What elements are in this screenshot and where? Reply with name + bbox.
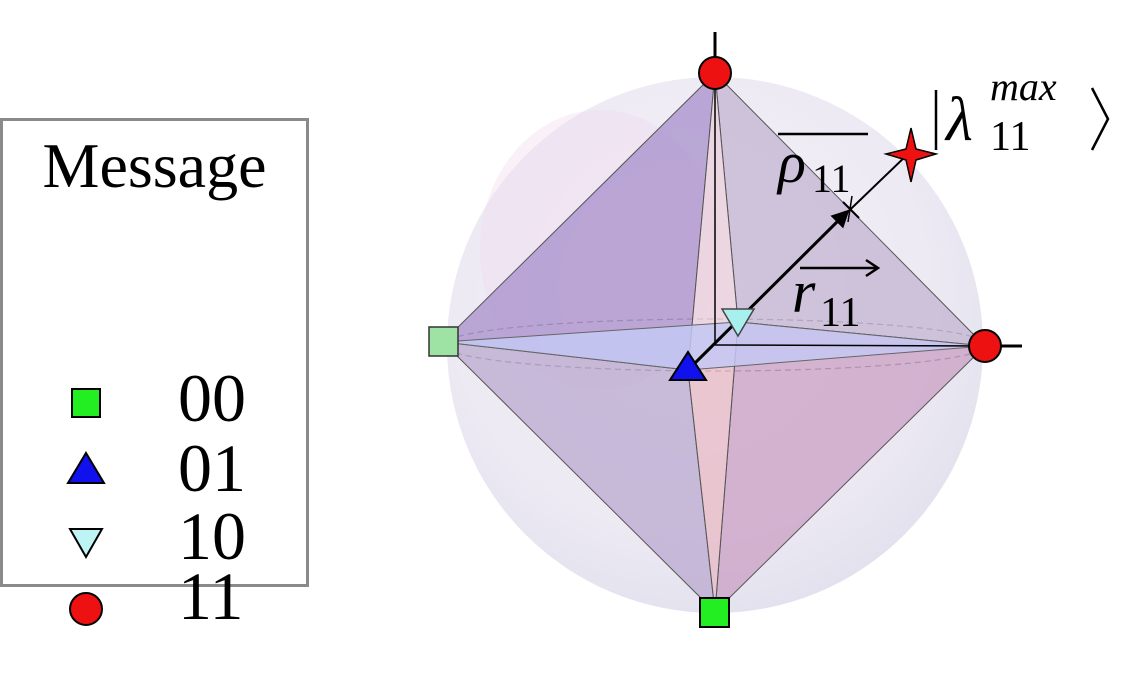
red-circle-marker-icon: [61, 591, 111, 669]
legend-item-10: 10: [3, 498, 306, 599]
state-11-top-marker: [698, 56, 732, 90]
rho-subscript: 11: [812, 156, 851, 201]
state-00-bottom-marker: [699, 597, 730, 628]
state-10-marker: [720, 308, 756, 338]
legend-item-11: 11: [3, 558, 306, 669]
green-square-marker-icon: [61, 365, 111, 443]
ket-lambda: λ: [944, 86, 973, 154]
legend-label-00: 00: [178, 360, 246, 436]
state-01-marker: [668, 350, 708, 381]
legend: Message 00 01 10 11: [0, 118, 309, 634]
legend-item-00: 00: [3, 360, 306, 443]
ket-subscript: 11: [990, 114, 1030, 160]
r-vector: [686, 209, 850, 372]
legend-label-01: 01: [178, 430, 246, 506]
legend-item-01: 01: [3, 430, 306, 519]
legend-label-11: 11: [178, 558, 244, 634]
state-line: [829, 151, 911, 230]
x-axis-inner: [714, 344, 986, 347]
rho-symbol: ρ: [776, 130, 806, 195]
r-label: r 11: [792, 258, 881, 336]
rho-label: ρ 11: [776, 130, 868, 201]
blue-triangle-up-marker-icon: [61, 441, 111, 519]
cyan-triangle-down-marker-icon: [61, 521, 111, 599]
r-subscript: 11: [820, 290, 860, 336]
state-11-right-marker: [968, 329, 1002, 363]
ket-label: λ max 11: [934, 64, 1110, 160]
r-symbol: r: [792, 259, 816, 325]
eigenstate-star-icon: [883, 127, 939, 183]
state-00-left-marker: [428, 326, 459, 357]
rho-tick-2: [847, 195, 853, 223]
rho-tick-1: [842, 201, 860, 219]
ket-superscript: max: [990, 64, 1057, 109]
legend-label-10: 10: [178, 498, 246, 574]
legend-title: Message: [42, 130, 267, 201]
